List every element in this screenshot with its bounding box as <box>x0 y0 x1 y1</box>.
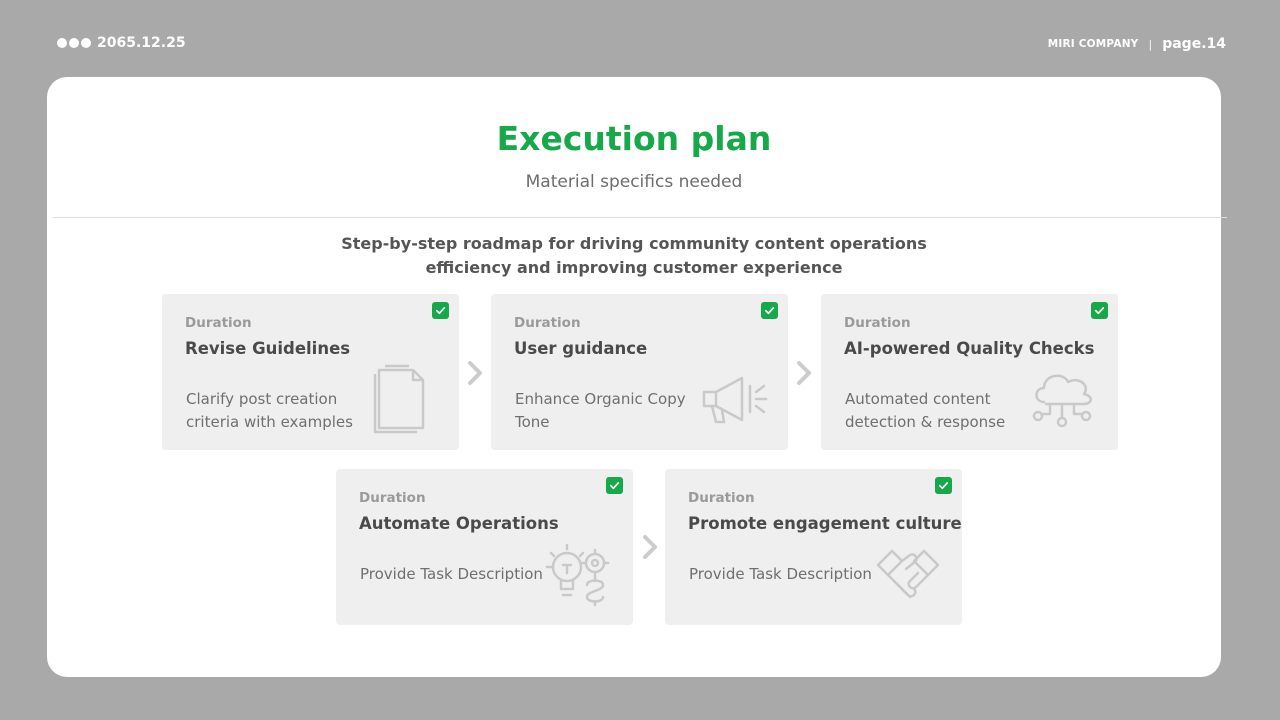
step-title: AI-powered Quality Checks <box>844 339 1095 358</box>
step-description: Automated content detection & response <box>845 390 1006 431</box>
idea-gears-icon <box>545 543 610 607</box>
dots-icon <box>57 38 91 48</box>
page-number: page.14 <box>1162 36 1226 52</box>
megaphone-icon <box>702 376 768 424</box>
chevron-right-icon <box>468 361 482 385</box>
step-title: Automate Operations <box>359 514 559 533</box>
step-description: Provide Task Description <box>689 565 872 583</box>
checkbox-checked-icon[interactable] <box>761 302 778 319</box>
company-name: MIRI COMPANY <box>1047 38 1139 50</box>
step-duration: Duration <box>514 315 581 331</box>
chevron-right-icon <box>643 535 657 559</box>
page-subtitle: Material specifics needed <box>525 172 743 192</box>
checkbox-checked-icon[interactable] <box>1091 302 1108 319</box>
handshake-icon <box>876 549 940 599</box>
step-description: Provide Task Description <box>360 565 543 583</box>
roadmap-line-1: Step-by-step roadmap for driving communi… <box>341 234 927 253</box>
content-panel: Execution plan Material specifics needed… <box>47 77 1227 677</box>
step-title: Revise Guidelines <box>185 339 351 358</box>
step-duration: Duration <box>688 490 755 506</box>
cloud-network-icon <box>1032 374 1092 428</box>
page-title: Execution plan <box>496 119 772 158</box>
step-duration: Duration <box>844 315 911 331</box>
chevron-right-icon <box>797 361 811 385</box>
step-description: Clarify post creation criteria with exam… <box>186 390 353 431</box>
header-date: 2065.12.25 <box>97 35 186 51</box>
step-card-3: Duration AI-powered Quality Checks Autom… <box>821 294 1118 450</box>
step-card-1: Duration Revise Guidelines Clarify post … <box>162 294 459 450</box>
checkbox-checked-icon[interactable] <box>606 477 623 494</box>
step-duration: Duration <box>359 490 426 506</box>
checkbox-checked-icon[interactable] <box>432 302 449 319</box>
step-title: Promote engagement culture <box>688 514 962 533</box>
document-icon <box>373 364 425 434</box>
step-duration: Duration <box>185 315 252 331</box>
header-date-group: 2065.12.25 <box>57 35 186 51</box>
header-right: MIRI COMPANY | page.14 <box>1048 36 1226 52</box>
roadmap-heading: Step-by-step roadmap for driving communi… <box>47 232 1221 280</box>
divider <box>53 217 1227 218</box>
step-title: User guidance <box>514 339 648 358</box>
roadmap-line-2: efficiency and improving customer experi… <box>425 258 843 277</box>
header-separator: | <box>1148 37 1153 51</box>
step-card-5: Duration Promote engagement culture Prov… <box>665 469 962 625</box>
step-card-2: Duration User guidance Enhance Organic C… <box>491 294 788 450</box>
step-card-4: Duration Automate Operations Provide Tas… <box>336 469 633 625</box>
checkbox-checked-icon[interactable] <box>935 477 952 494</box>
step-description: Enhance Organic Copy Tone <box>515 390 686 431</box>
